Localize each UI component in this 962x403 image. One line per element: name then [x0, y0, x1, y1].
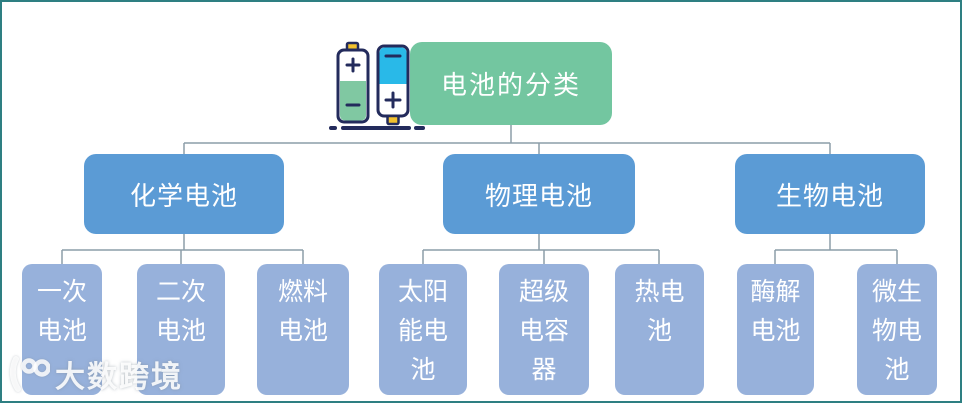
leaf-node-enzymatic-battery: 酶解电池: [737, 264, 814, 395]
leaf-node-secondary-battery: 二次电池: [137, 264, 225, 395]
root-node-battery-classification: 电池的分类: [410, 42, 612, 125]
branch-node-biological-battery: 生物电池: [735, 154, 925, 234]
branch-node-chemical-battery: 化学电池: [84, 154, 284, 234]
leaf-node-solar-cell: 太阳能电池: [379, 264, 467, 395]
leaf-node-microbial-battery: 微生物电池: [857, 264, 937, 395]
branch-node-label: 生物电池: [775, 181, 884, 212]
leaf-node-primary-battery: 一次电池: [22, 264, 102, 395]
leaf-node-fuel-cell: 燃料电池: [257, 264, 349, 395]
root-node-label: 电池的分类: [440, 71, 581, 101]
leaf-node-supercapacitor: 超级电容器: [499, 264, 589, 395]
branch-node-label: 物理电池: [484, 181, 593, 212]
branch-node-label: 化学电池: [129, 181, 238, 212]
branch-node-physical-battery: 物理电池: [443, 154, 635, 234]
leaf-node-thermal-battery: 热电池: [615, 264, 704, 395]
